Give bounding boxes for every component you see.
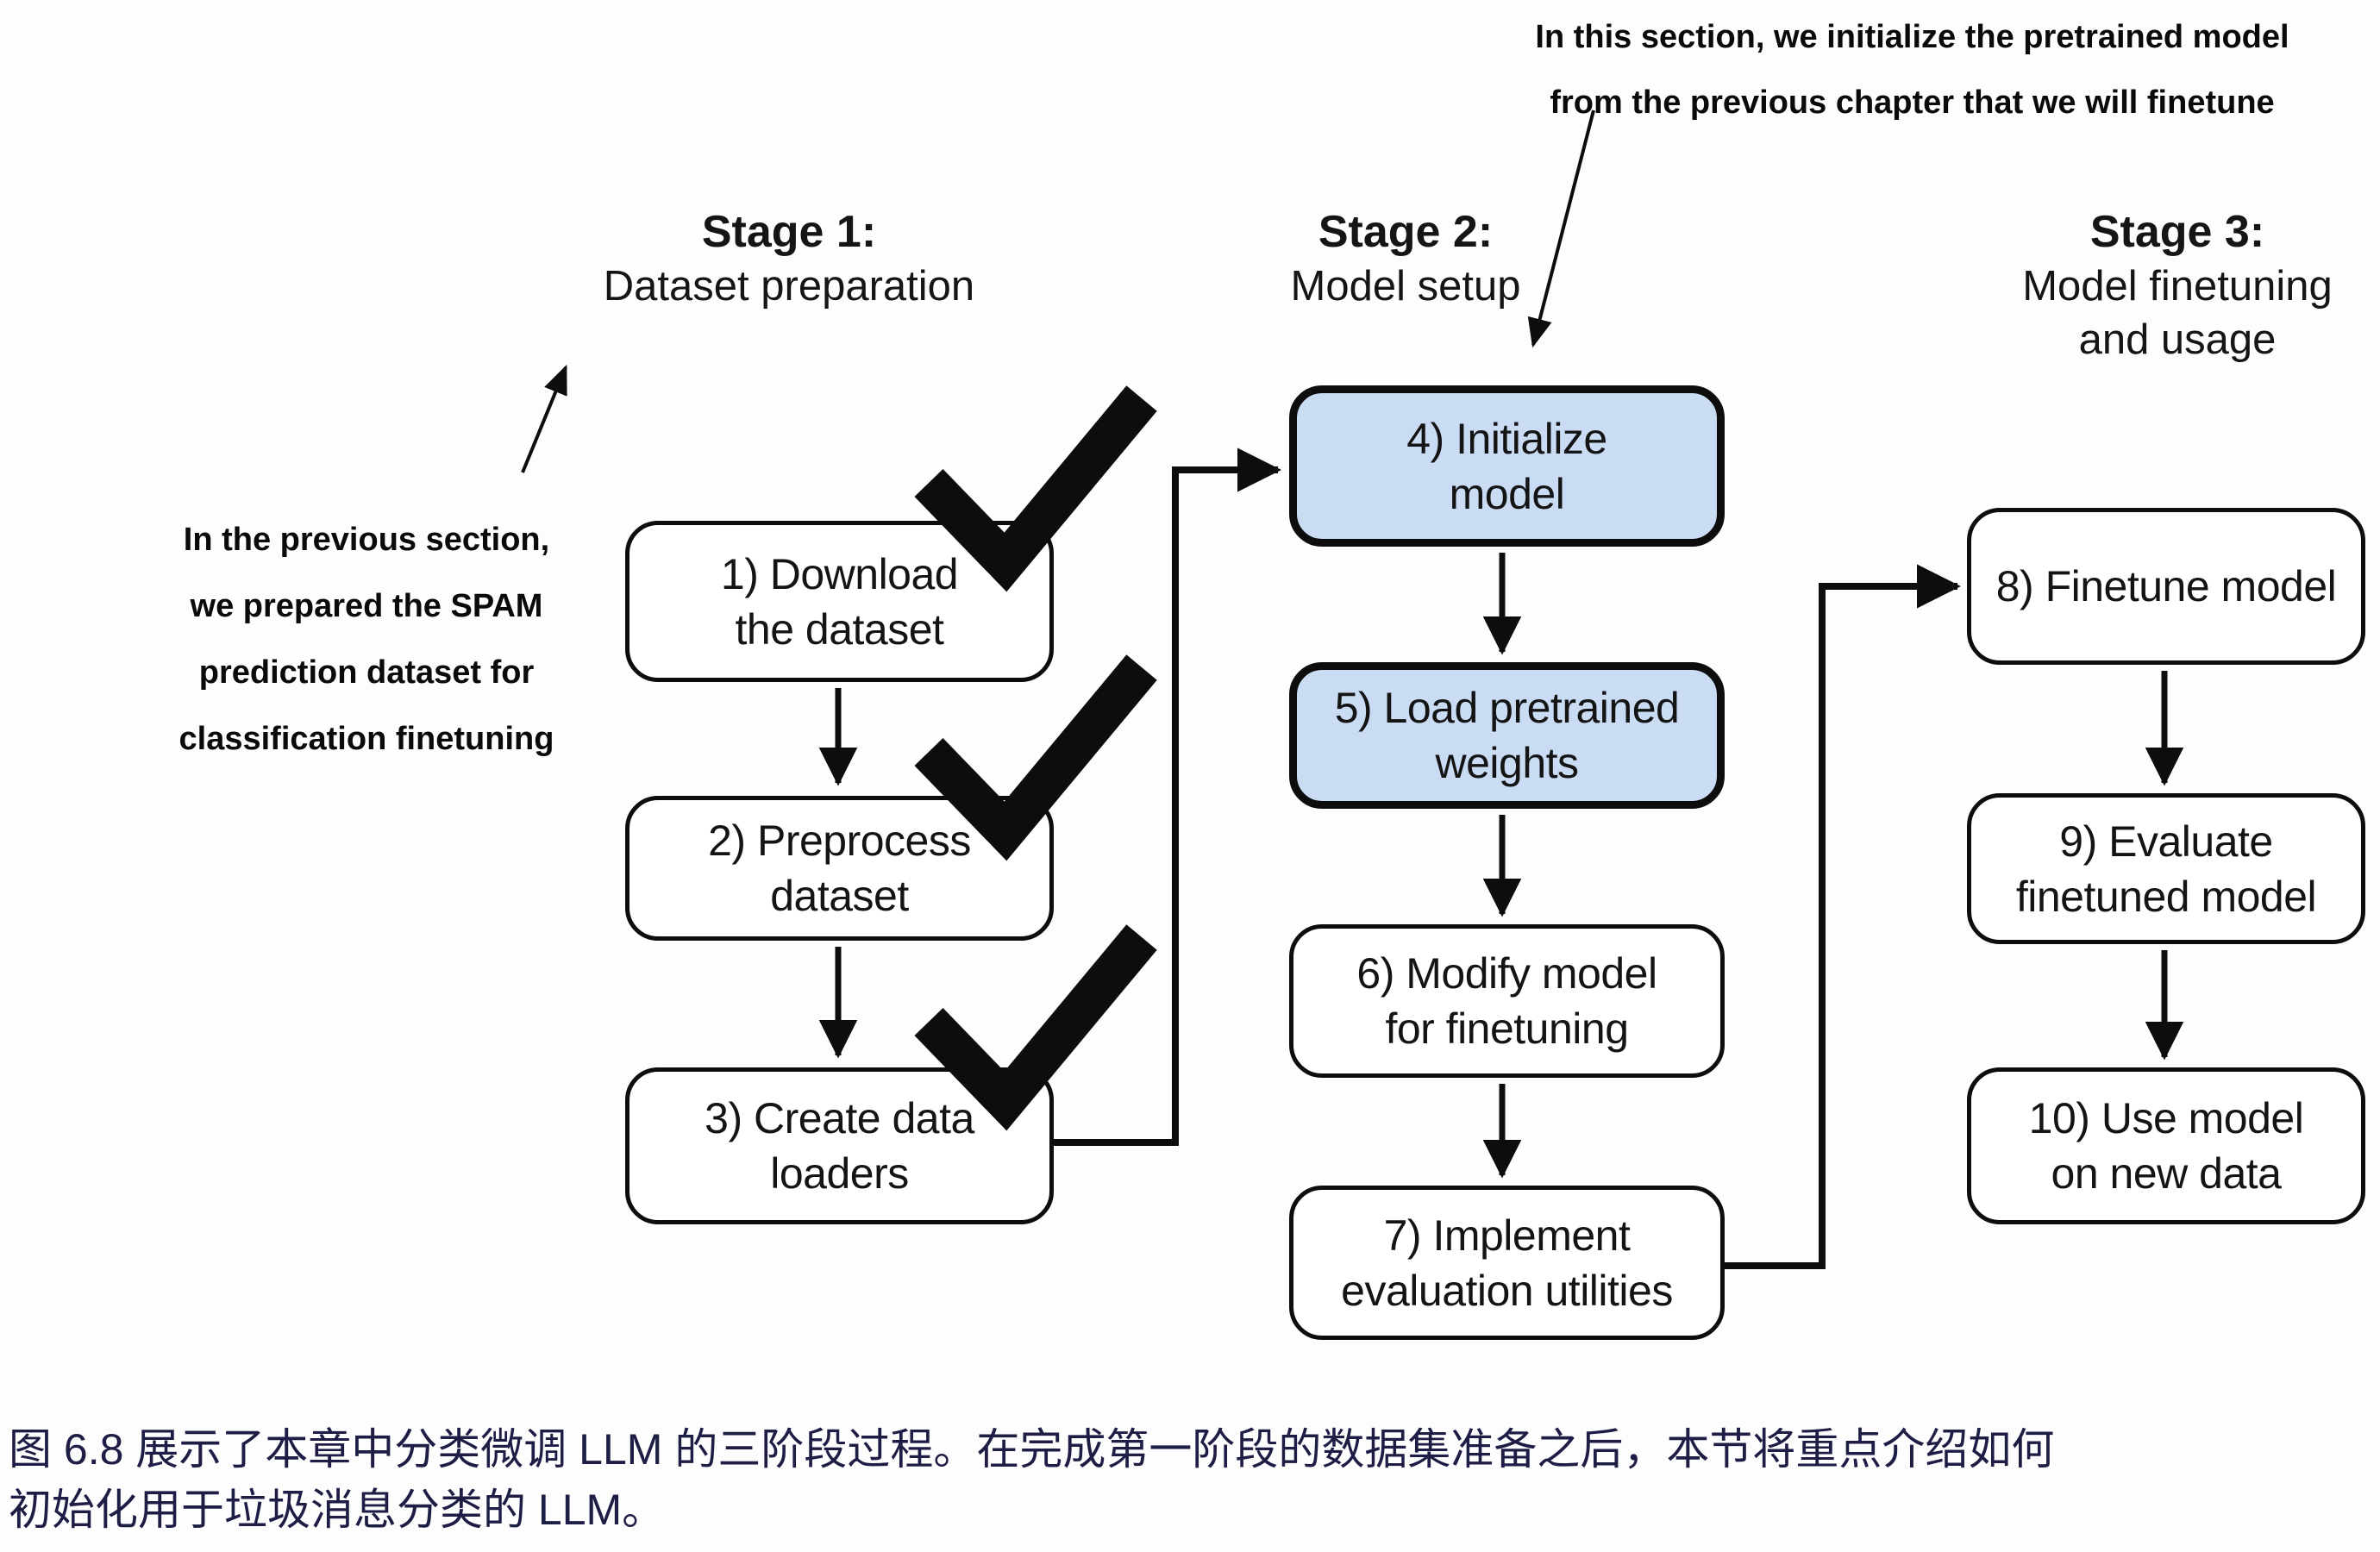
- figure-caption-line2: 初始化用于垃圾消息分类的 LLM。: [9, 1486, 666, 1534]
- flow-box-6-modify-model: 6) Modify model for finetuning: [1289, 924, 1725, 1078]
- flow-box-8-finetune-model: 8) Finetune model: [1967, 508, 2365, 665]
- flow-box-5-load-pretrained-weights: 5) Load pretrained weights: [1289, 662, 1725, 809]
- figure-caption-line1: 图 6.8 展示了本章中分类微调 LLM 的三阶段过程。在完成第一阶段的数据集准…: [9, 1425, 2055, 1474]
- stage2-subtitle: Model setup: [1290, 263, 1521, 310]
- figure-caption: 图 6.8 展示了本章中分类微调 LLM 的三阶段过程。在完成第一阶段的数据集准…: [9, 1419, 2376, 1540]
- top-annotation: In this section, we initialize the pretr…: [1535, 19, 2289, 121]
- stage1-subtitle: Dataset preparation: [603, 263, 975, 310]
- stage2-header: Stage 2: Model setup: [1190, 204, 1621, 313]
- flow-box-10-label: 10) Use model on new data: [2028, 1094, 2304, 1198]
- flow-box-3-create-data-loaders: 3) Create data loaders: [625, 1067, 1054, 1224]
- annotation-arrow-to-stage1: [521, 364, 567, 473]
- flow-box-5-label: 5) Load pretrained weights: [1334, 684, 1680, 787]
- connector-box7-to-box8: [1725, 564, 1962, 1269]
- connector-box3-to-box4: [1054, 447, 1282, 1146]
- flow-box-9-evaluate-finetuned-model: 9) Evaluate finetuned model: [1967, 793, 2365, 944]
- stage1-header: Stage 1: Dataset preparation: [573, 204, 1005, 313]
- flow-box-2-label: 2) Preprocess dataset: [708, 817, 971, 920]
- flow-box-7-label: 7) Implement evaluation utilities: [1341, 1211, 1673, 1315]
- flow-box-4-label: 4) Initialize model: [1406, 414, 1607, 518]
- stage1-title: Stage 1:: [701, 207, 877, 257]
- flow-box-3-label: 3) Create data loaders: [705, 1094, 974, 1198]
- flow-box-8-label: 8) Finetune model: [1995, 562, 2337, 610]
- left-annotation: In the previous section, we prepared the…: [178, 522, 554, 757]
- flow-box-4-initialize-model: 4) Initialize model: [1289, 385, 1725, 547]
- flow-box-6-label: 6) Modify model for finetuning: [1356, 949, 1657, 1053]
- flow-box-1-download-dataset: 1) Download the dataset: [625, 521, 1054, 682]
- flow-box-2-preprocess-dataset: 2) Preprocess dataset: [625, 796, 1054, 941]
- flow-box-7-implement-evaluation-utilities: 7) Implement evaluation utilities: [1289, 1186, 1725, 1340]
- flow-box-9-label: 9) Evaluate finetuned model: [2015, 817, 2317, 921]
- stage3-header: Stage 3: Model finetuning and usage: [1962, 204, 2380, 366]
- stage2-title: Stage 2:: [1318, 207, 1494, 257]
- stage3-subtitle: Model finetuning and usage: [2022, 263, 2333, 363]
- stage3-title: Stage 3:: [2089, 207, 2265, 257]
- flow-box-10-use-model-new-data: 10) Use model on new data: [1967, 1067, 2365, 1224]
- flow-box-1-label: 1) Download the dataset: [720, 549, 959, 654]
